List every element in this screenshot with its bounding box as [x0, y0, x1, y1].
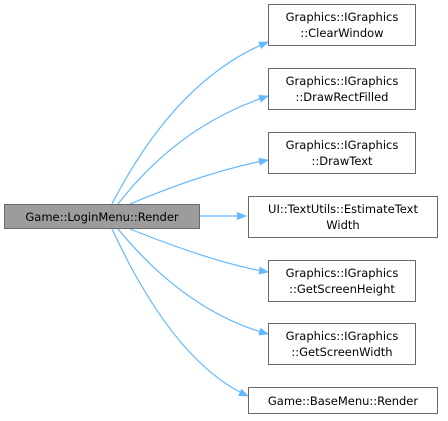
node-drawrectfilled[interactable]: Graphics::IGraphics ::DrawRectFilled [268, 68, 416, 110]
node-label-line1: Game::BaseMenu::Render [267, 393, 419, 408]
node-label-line2: Width [326, 218, 360, 232]
node-label-line1: Graphics::IGraphics [285, 138, 399, 152]
edge-to-basemenu-render [111, 228, 249, 397]
node-getscreenheight[interactable]: Graphics::IGraphics ::GetScreenHeight [268, 260, 416, 302]
edge-to-clearwindow [111, 41, 269, 205]
node-label-line2: ::GetScreenHeight [289, 282, 395, 296]
root-node-label: Game::LoginMenu::Render [25, 209, 179, 224]
edge-to-getscreenwidth [117, 228, 269, 336]
node-label-line1: Graphics::IGraphics [285, 74, 399, 88]
edge-to-drawtext [129, 157, 269, 205]
node-label-line2: ::DrawRectFilled [295, 90, 389, 104]
node-estimatetextwidth[interactable]: UI::TextUtils::EstimateText Width [248, 196, 438, 238]
node-basemenu-render[interactable]: Game::BaseMenu::Render [248, 387, 438, 414]
node-label-line1: Graphics::IGraphics [285, 10, 399, 24]
node-getscreenwidth[interactable]: Graphics::IGraphics ::GetScreenWidth [268, 323, 416, 365]
node-label-line2: ::ClearWindow [300, 26, 384, 40]
node-label-line2: ::GetScreenWidth [291, 345, 393, 359]
node-drawtext[interactable]: Graphics::IGraphics ::DrawText [268, 132, 416, 174]
edge-to-getscreenheight [129, 228, 269, 275]
edge-to-drawrectfilled [117, 95, 269, 205]
node-label-line2: ::DrawText [311, 154, 373, 168]
root-node: Game::LoginMenu::Render [4, 204, 200, 229]
node-label-line1: Graphics::IGraphics [285, 266, 399, 280]
node-label-line1: Graphics::IGraphics [285, 329, 399, 343]
node-label-line1: UI::TextUtils::EstimateText [268, 202, 418, 216]
node-clearwindow[interactable]: Graphics::IGraphics ::ClearWindow [268, 4, 416, 46]
